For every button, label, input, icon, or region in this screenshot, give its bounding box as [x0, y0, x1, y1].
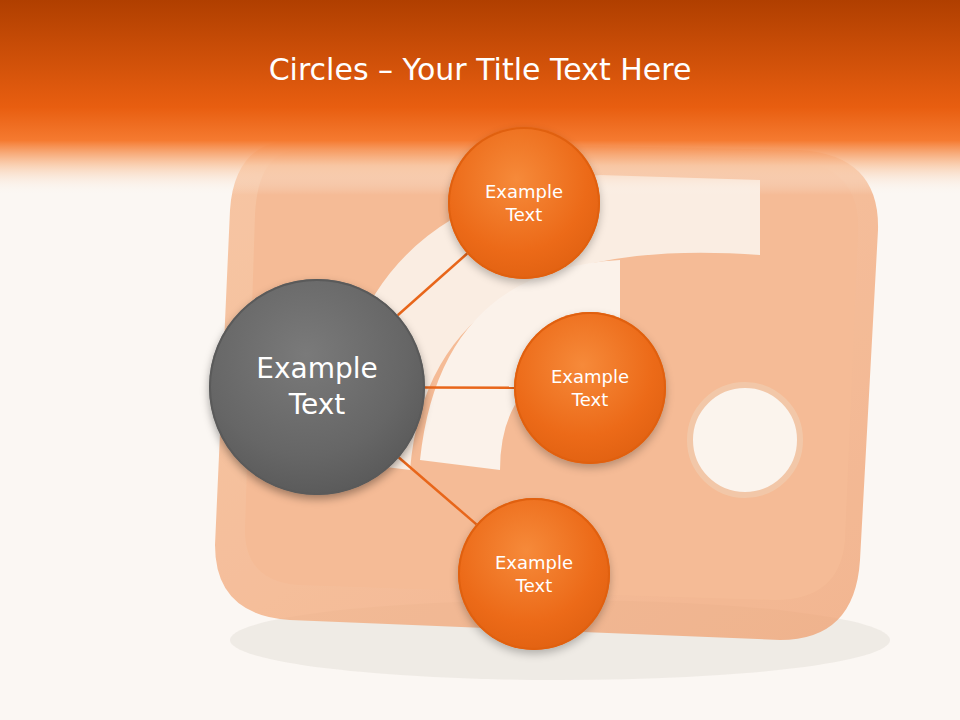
- branch-circle: Example Text: [458, 498, 610, 650]
- circle-label: Example Text: [470, 180, 579, 227]
- center-circle: Example Text: [209, 279, 425, 495]
- branch-circle: Example Text: [514, 312, 666, 464]
- circle-label: Example Text: [480, 551, 589, 598]
- circle-label: Example Text: [239, 351, 395, 424]
- connector-line: [398, 253, 467, 315]
- branch-circle: Example Text: [448, 127, 600, 279]
- connector-line: [425, 387, 514, 388]
- connector-line: [399, 458, 477, 525]
- circle-label: Example Text: [536, 365, 645, 412]
- slide-title: Circles – Your Title Text Here: [0, 52, 960, 87]
